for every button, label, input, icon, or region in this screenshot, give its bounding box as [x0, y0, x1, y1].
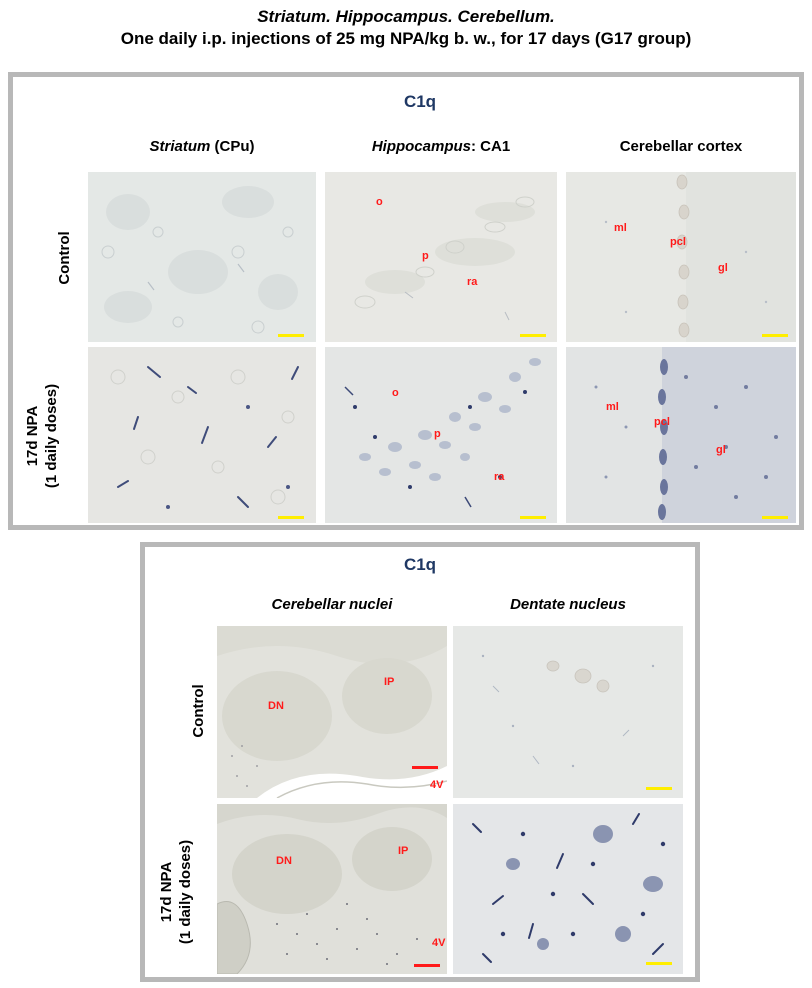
micrograph-dentate-nucleus-npa-image	[453, 804, 683, 974]
top-stain-label: C1q	[403, 92, 437, 111]
row-label-npa-bottom: 17d NPA (1 daily doses)	[158, 839, 194, 945]
scale-bar	[520, 516, 546, 519]
micrograph-cerebellar-nuclei-npa-image	[217, 804, 447, 974]
scale-bar	[278, 334, 304, 337]
region-label: IP	[384, 676, 395, 688]
col-head-dentate-nucleus: Dentate nucleus	[510, 596, 626, 613]
micrograph-hippocampus-npa-image	[325, 347, 557, 523]
scale-bar	[414, 964, 440, 967]
micrograph-cerebellar-nuclei-control-image	[217, 626, 447, 798]
region-label: p	[422, 250, 429, 262]
region-label: p	[434, 428, 441, 440]
col-head-hippocampus: Hippocampus: CA1	[371, 138, 511, 155]
bottom-stain-label: C1q	[403, 555, 437, 574]
row-label-control-top: Control	[56, 231, 73, 285]
row-label-npa-top: 17d NPA (1 daily doses)	[24, 383, 60, 489]
col-head-cerebellar-nuclei: Cerebellar nuclei	[271, 596, 393, 613]
figure-title-line2: One daily i.p. injections of 25 mg NPA/k…	[120, 29, 692, 48]
region-label: ml	[614, 222, 627, 234]
col-head-cerebellar-cortex: Cerebellar cortex	[619, 138, 743, 155]
region-label: 4V	[430, 779, 444, 791]
scale-bar	[762, 334, 788, 337]
micrograph-striatum-control-image	[88, 172, 316, 342]
micrograph-striatum-npa-image	[88, 347, 316, 523]
region-label: o	[392, 387, 399, 399]
region-label: pcl	[670, 236, 686, 248]
row-label-control-bottom: Control	[190, 684, 207, 738]
micrograph-cerebellar-nuclei-control	[217, 626, 447, 798]
region-label: ra	[467, 276, 478, 288]
col-head-striatum: Striatum (CPu)	[149, 138, 255, 155]
micrograph-cerebellar-cortex-control-image	[566, 172, 796, 342]
region-label: gl	[716, 444, 726, 456]
scale-bar	[520, 334, 546, 337]
micrograph-hippocampus-npa	[325, 347, 557, 523]
scale-bar	[646, 962, 672, 965]
micrograph-dentate-nucleus-control-image	[453, 626, 683, 798]
micrograph-cerebellar-cortex-control	[566, 172, 796, 342]
region-label: ml	[606, 401, 619, 413]
region-label: DN	[268, 700, 284, 712]
region-label: o	[376, 196, 383, 208]
region-label: DN	[276, 855, 292, 867]
micrograph-striatum-control	[88, 172, 316, 342]
region-label: pcl	[654, 416, 670, 428]
scale-bar	[412, 766, 438, 769]
region-label: gl	[718, 262, 728, 274]
micrograph-dentate-nucleus-control	[453, 626, 683, 798]
region-label: IP	[398, 845, 409, 857]
micrograph-cerebellar-nuclei-npa	[217, 804, 447, 974]
micrograph-cerebellar-cortex-npa-image	[566, 347, 796, 523]
micrograph-hippocampus-control	[325, 172, 557, 342]
micrograph-cerebellar-cortex-npa	[566, 347, 796, 523]
scale-bar	[278, 516, 304, 519]
region-label: ra	[494, 471, 505, 483]
scale-bar	[762, 516, 788, 519]
scale-bar	[646, 787, 672, 790]
micrograph-hippocampus-control-image	[325, 172, 557, 342]
figure-title-line1: Striatum. Hippocampus. Cerebellum.	[257, 7, 555, 26]
micrograph-dentate-nucleus-npa	[453, 804, 683, 974]
region-label: 4V	[432, 937, 446, 949]
micrograph-striatum-npa	[88, 347, 316, 523]
